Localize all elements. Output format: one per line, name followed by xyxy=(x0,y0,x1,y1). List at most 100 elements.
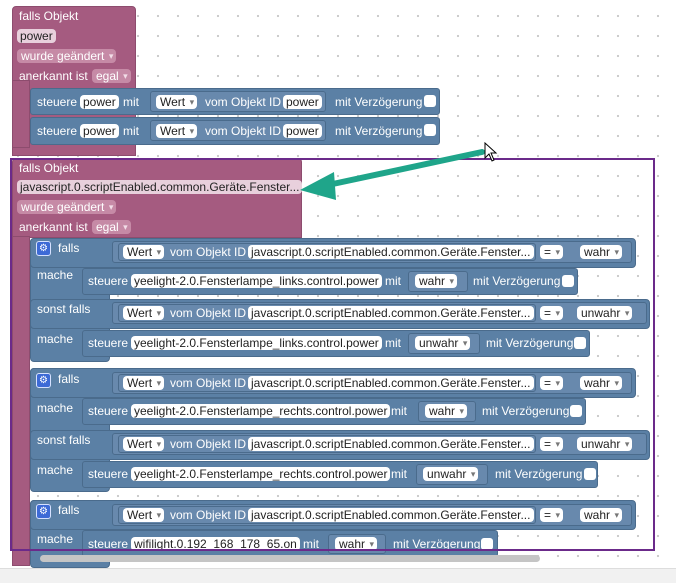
if-3-cond-object[interactable]: javascript.0.scriptEnabled.common.Geräte… xyxy=(248,508,534,522)
if-1-delay-label: mit Verzögerung xyxy=(473,274,561,288)
gear-icon[interactable]: ⚙ xyxy=(36,504,51,519)
value-type-dropdown-1[interactable]: Wert xyxy=(156,95,198,109)
if-2-action-target-2[interactable]: yeelight-2.0.Fensterlampe_rechts.control… xyxy=(131,467,391,481)
if-1-eq-dropdown-2[interactable]: = xyxy=(540,306,564,320)
if-2-steuere: steuere xyxy=(88,404,129,418)
if-1-mache-label: mache xyxy=(37,268,74,282)
if-3-action-value-dropdown[interactable]: wahr xyxy=(335,537,378,551)
mouse-cursor-icon xyxy=(484,142,498,162)
value-2-source[interactable]: power xyxy=(283,124,322,138)
if-2-wert-dropdown-2[interactable]: Wert xyxy=(123,437,165,451)
if-1-cond-object[interactable]: javascript.0.scriptEnabled.common.Geräte… xyxy=(248,245,534,259)
if-2-mache-label: mache xyxy=(37,401,74,415)
if-3-vom-objekt: vom Objekt ID xyxy=(170,508,247,522)
control-2-delay-label: mit Verzögerung xyxy=(335,124,423,138)
if-2-mit: mit xyxy=(391,404,407,418)
if-2-falls-label: falls xyxy=(58,372,80,386)
trigger-block-2[interactable] xyxy=(12,158,302,238)
if-1-delay-checkbox[interactable] xyxy=(562,275,574,287)
trigger-2-change-dropdown[interactable]: wurde geändert xyxy=(17,200,117,214)
if-1-eq-dropdown[interactable]: = xyxy=(540,245,564,259)
if-1-wert-dropdown[interactable]: Wert xyxy=(123,245,165,259)
control-2-with: mit xyxy=(123,124,139,138)
if-1-vom-objekt-2: vom Objekt ID xyxy=(170,306,247,320)
if-1-wert-dropdown-2[interactable]: Wert xyxy=(123,306,165,320)
if-1-delay-label-2: mit Verzögerung xyxy=(486,336,574,350)
if-1-cond-object-2[interactable]: javascript.0.scriptEnabled.common.Geräte… xyxy=(248,306,534,320)
if-1-mit-2: mit xyxy=(385,336,401,350)
if-1-delay-checkbox-2[interactable] xyxy=(574,337,586,349)
if-1-action-target-2[interactable]: yeelight-2.0.Fensterlampe_links.control.… xyxy=(131,336,382,350)
horizontal-scrollbar-thumb[interactable] xyxy=(40,555,540,562)
if-2-mit-2: mit xyxy=(391,467,407,481)
if-2-action-value-dropdown-2[interactable]: unwahr xyxy=(423,467,479,481)
if-2-delay-checkbox-2[interactable] xyxy=(584,468,596,480)
trigger-2-title: falls Objekt xyxy=(19,161,79,175)
if-2-delay-label-2: mit Verzögerung xyxy=(495,467,583,481)
value-1-from: vom Objekt ID xyxy=(205,95,282,109)
if-1-steuere-2: steuere xyxy=(88,336,129,350)
value-2-from: vom Objekt ID xyxy=(205,124,282,138)
control-1-target[interactable]: power xyxy=(80,95,119,109)
if-3-action-target[interactable]: wifilight.0.192_168_178_65.on xyxy=(131,537,300,551)
control-1-delay-checkbox[interactable] xyxy=(424,95,436,107)
if-2-mache-label-2: mache xyxy=(37,463,74,477)
trigger-2-ack-label: anerkannt ist xyxy=(19,220,88,234)
trigger-1-change-dropdown[interactable]: wurde geändert xyxy=(17,49,117,63)
if-2-delay-checkbox[interactable] xyxy=(570,405,582,417)
if-3-delay-label: mit Verzögerung xyxy=(393,537,481,551)
if-1-action-value-dropdown[interactable]: wahr xyxy=(415,274,458,288)
control-2-delay-checkbox[interactable] xyxy=(424,124,436,136)
if-2-delay-label: mit Verzögerung xyxy=(482,404,570,418)
horizontal-scrollbar[interactable] xyxy=(0,568,676,583)
if-2-action-target[interactable]: yeelight-2.0.Fensterlampe_rechts.control… xyxy=(131,404,391,418)
control-1-with: mit xyxy=(123,95,139,109)
if-1-sonst-falls-label: sonst falls xyxy=(37,302,91,316)
if-2-eq-dropdown-2[interactable]: = xyxy=(540,437,564,451)
if-2-sonst-falls-label: sonst falls xyxy=(37,433,91,447)
annotation-frame xyxy=(10,158,655,551)
if-1-mit: mit xyxy=(385,274,401,288)
control-1-cmd: steuere xyxy=(37,95,78,109)
if-2-eq-dropdown[interactable]: = xyxy=(540,376,564,390)
value-type-dropdown-2[interactable]: Wert xyxy=(156,124,198,138)
if-1-cond-value-dropdown-2[interactable]: unwahr xyxy=(577,306,633,320)
if-2-cond-object[interactable]: javascript.0.scriptEnabled.common.Geräte… xyxy=(248,376,534,390)
trigger-block-1-spine xyxy=(12,80,30,148)
if-3-eq-dropdown[interactable]: = xyxy=(540,508,564,522)
control-2-cmd: steuere xyxy=(37,124,78,138)
if-3-mache-label: mache xyxy=(37,532,74,546)
if-1-mache-label-2: mache xyxy=(37,332,74,346)
if-3-steuere: steuere xyxy=(88,537,129,551)
gear-icon[interactable]: ⚙ xyxy=(36,373,51,388)
if-2-action-value-dropdown[interactable]: wahr xyxy=(425,404,468,418)
gear-icon[interactable]: ⚙ xyxy=(36,241,51,256)
control-1-delay-label: mit Verzögerung xyxy=(335,95,423,109)
if-3-falls-label: falls xyxy=(58,503,80,517)
if-2-cond-value-dropdown-2[interactable]: unwahr xyxy=(577,437,633,451)
if-3-wert-dropdown[interactable]: Wert xyxy=(123,508,165,522)
if-3-mit: mit xyxy=(303,537,319,551)
trigger-1-title: falls Objekt xyxy=(19,9,79,23)
if-3-delay-checkbox[interactable] xyxy=(481,538,493,550)
if-2-vom-objekt: vom Objekt ID xyxy=(170,376,247,390)
trigger-block-2-spine xyxy=(12,236,30,566)
if-1-steuere: steuere xyxy=(88,274,129,288)
trigger-1-object-id[interactable]: power xyxy=(17,29,56,43)
if-2-vom-objekt-2: vom Objekt ID xyxy=(170,437,247,451)
trigger-1-ack-label: anerkannt ist xyxy=(19,69,88,83)
if-1-action-value-dropdown-2[interactable]: unwahr xyxy=(415,336,471,350)
if-1-cond-value-dropdown[interactable]: wahr xyxy=(580,245,623,259)
trigger-1-ack-dropdown[interactable]: egal xyxy=(92,69,131,83)
if-2-cond-value-dropdown[interactable]: wahr xyxy=(580,376,623,390)
if-1-falls-label: falls xyxy=(58,241,80,255)
trigger-2-ack-dropdown[interactable]: egal xyxy=(92,220,131,234)
if-1-action-target[interactable]: yeelight-2.0.Fensterlampe_links.control.… xyxy=(131,274,382,288)
if-2-cond-object-2[interactable]: javascript.0.scriptEnabled.common.Geräte… xyxy=(248,437,534,451)
if-2-wert-dropdown[interactable]: Wert xyxy=(123,376,165,390)
value-1-source[interactable]: power xyxy=(283,95,322,109)
if-3-cond-value-dropdown[interactable]: wahr xyxy=(580,508,623,522)
control-2-target[interactable]: power xyxy=(80,124,119,138)
trigger-2-object-id[interactable]: javascript.0.scriptEnabled.common.Geräte… xyxy=(17,180,303,194)
